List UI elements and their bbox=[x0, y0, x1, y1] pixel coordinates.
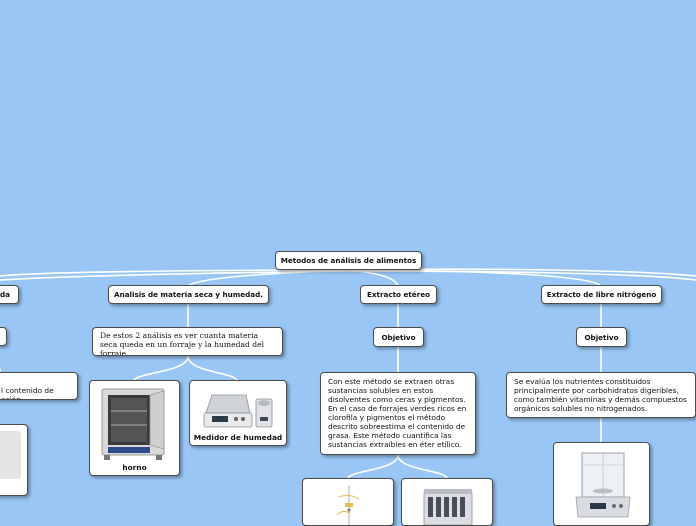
image-node-horno[interactable]: horno bbox=[89, 380, 180, 476]
image-caption-medidor-humedad: Medidor de humedad bbox=[193, 433, 283, 442]
objective-label-extracto-etereo: Objetivo bbox=[381, 332, 416, 342]
branch-label-extracto-libre-nitrogeno: Extracto de libre nitrógeno bbox=[546, 290, 657, 299]
image-node-medidor-humedad[interactable]: Medidor de humedad bbox=[189, 380, 287, 446]
objective-node-extracto-libre-nitrogeno[interactable]: Objetivo bbox=[576, 327, 627, 347]
analytical-balance-icon bbox=[575, 452, 631, 518]
branch-label-extracto-etereo: Extracto etéreo bbox=[366, 290, 431, 299]
extracto-libre-nitrogeno-description-node[interactable]: Se evalúa los nutrientes constituidos pr… bbox=[506, 372, 696, 418]
image-caption-horno: horno bbox=[122, 463, 147, 472]
branch-node-extracto-etereo[interactable]: Extracto etéreo bbox=[360, 285, 437, 304]
root-label: Metodos de análisis de alimentos bbox=[280, 256, 417, 265]
branch-node-left-partial[interactable]: da bbox=[0, 285, 19, 304]
branch-label-materia-seca: Analisis de materia seca y humedad. bbox=[114, 290, 263, 299]
drying-oven-icon bbox=[101, 388, 165, 460]
image-node-soxhlet[interactable] bbox=[302, 478, 394, 526]
objective-node-extracto-etereo[interactable]: Objetivo bbox=[373, 327, 424, 347]
device-image bbox=[0, 431, 21, 479]
left-partial-image-node[interactable] bbox=[0, 424, 28, 496]
extracto-libre-nitrogeno-description: Se evalúa los nutrientes constituidos pr… bbox=[514, 377, 687, 413]
materia-seca-description-node[interactable]: De estos 2 análisis es ver cuanta materi… bbox=[92, 327, 283, 356]
objective-label-extracto-libre-nitrogeno: Objetivo bbox=[584, 332, 619, 342]
extracto-etereo-description: Con este método se extraen otras sustanc… bbox=[328, 377, 467, 449]
left-partial-text-node[interactable]: l contenido de ación. bbox=[0, 372, 78, 400]
extracto-etereo-description-node[interactable]: Con este método se extraen otras sustanc… bbox=[320, 372, 476, 455]
image-node-extraction-unit[interactable] bbox=[401, 478, 493, 526]
branch-node-extracto-libre-nitrogeno[interactable]: Extracto de libre nitrógeno bbox=[541, 285, 662, 304]
branch-node-materia-seca[interactable]: Analisis de materia seca y humedad. bbox=[108, 285, 269, 304]
image-node-analytical-balance[interactable] bbox=[553, 442, 650, 526]
soxhlet-apparatus-icon bbox=[336, 485, 360, 525]
moisture-analyzer-icon bbox=[203, 394, 273, 428]
branch-label-left-partial: da bbox=[0, 290, 10, 299]
left-partial-objective-node[interactable] bbox=[0, 327, 7, 346]
root-node[interactable]: Metodos de análisis de alimentos bbox=[275, 251, 422, 270]
materia-seca-description: De estos 2 análisis es ver cuanta materi… bbox=[100, 331, 265, 356]
left-partial-text: l contenido de ación. bbox=[1, 386, 54, 400]
